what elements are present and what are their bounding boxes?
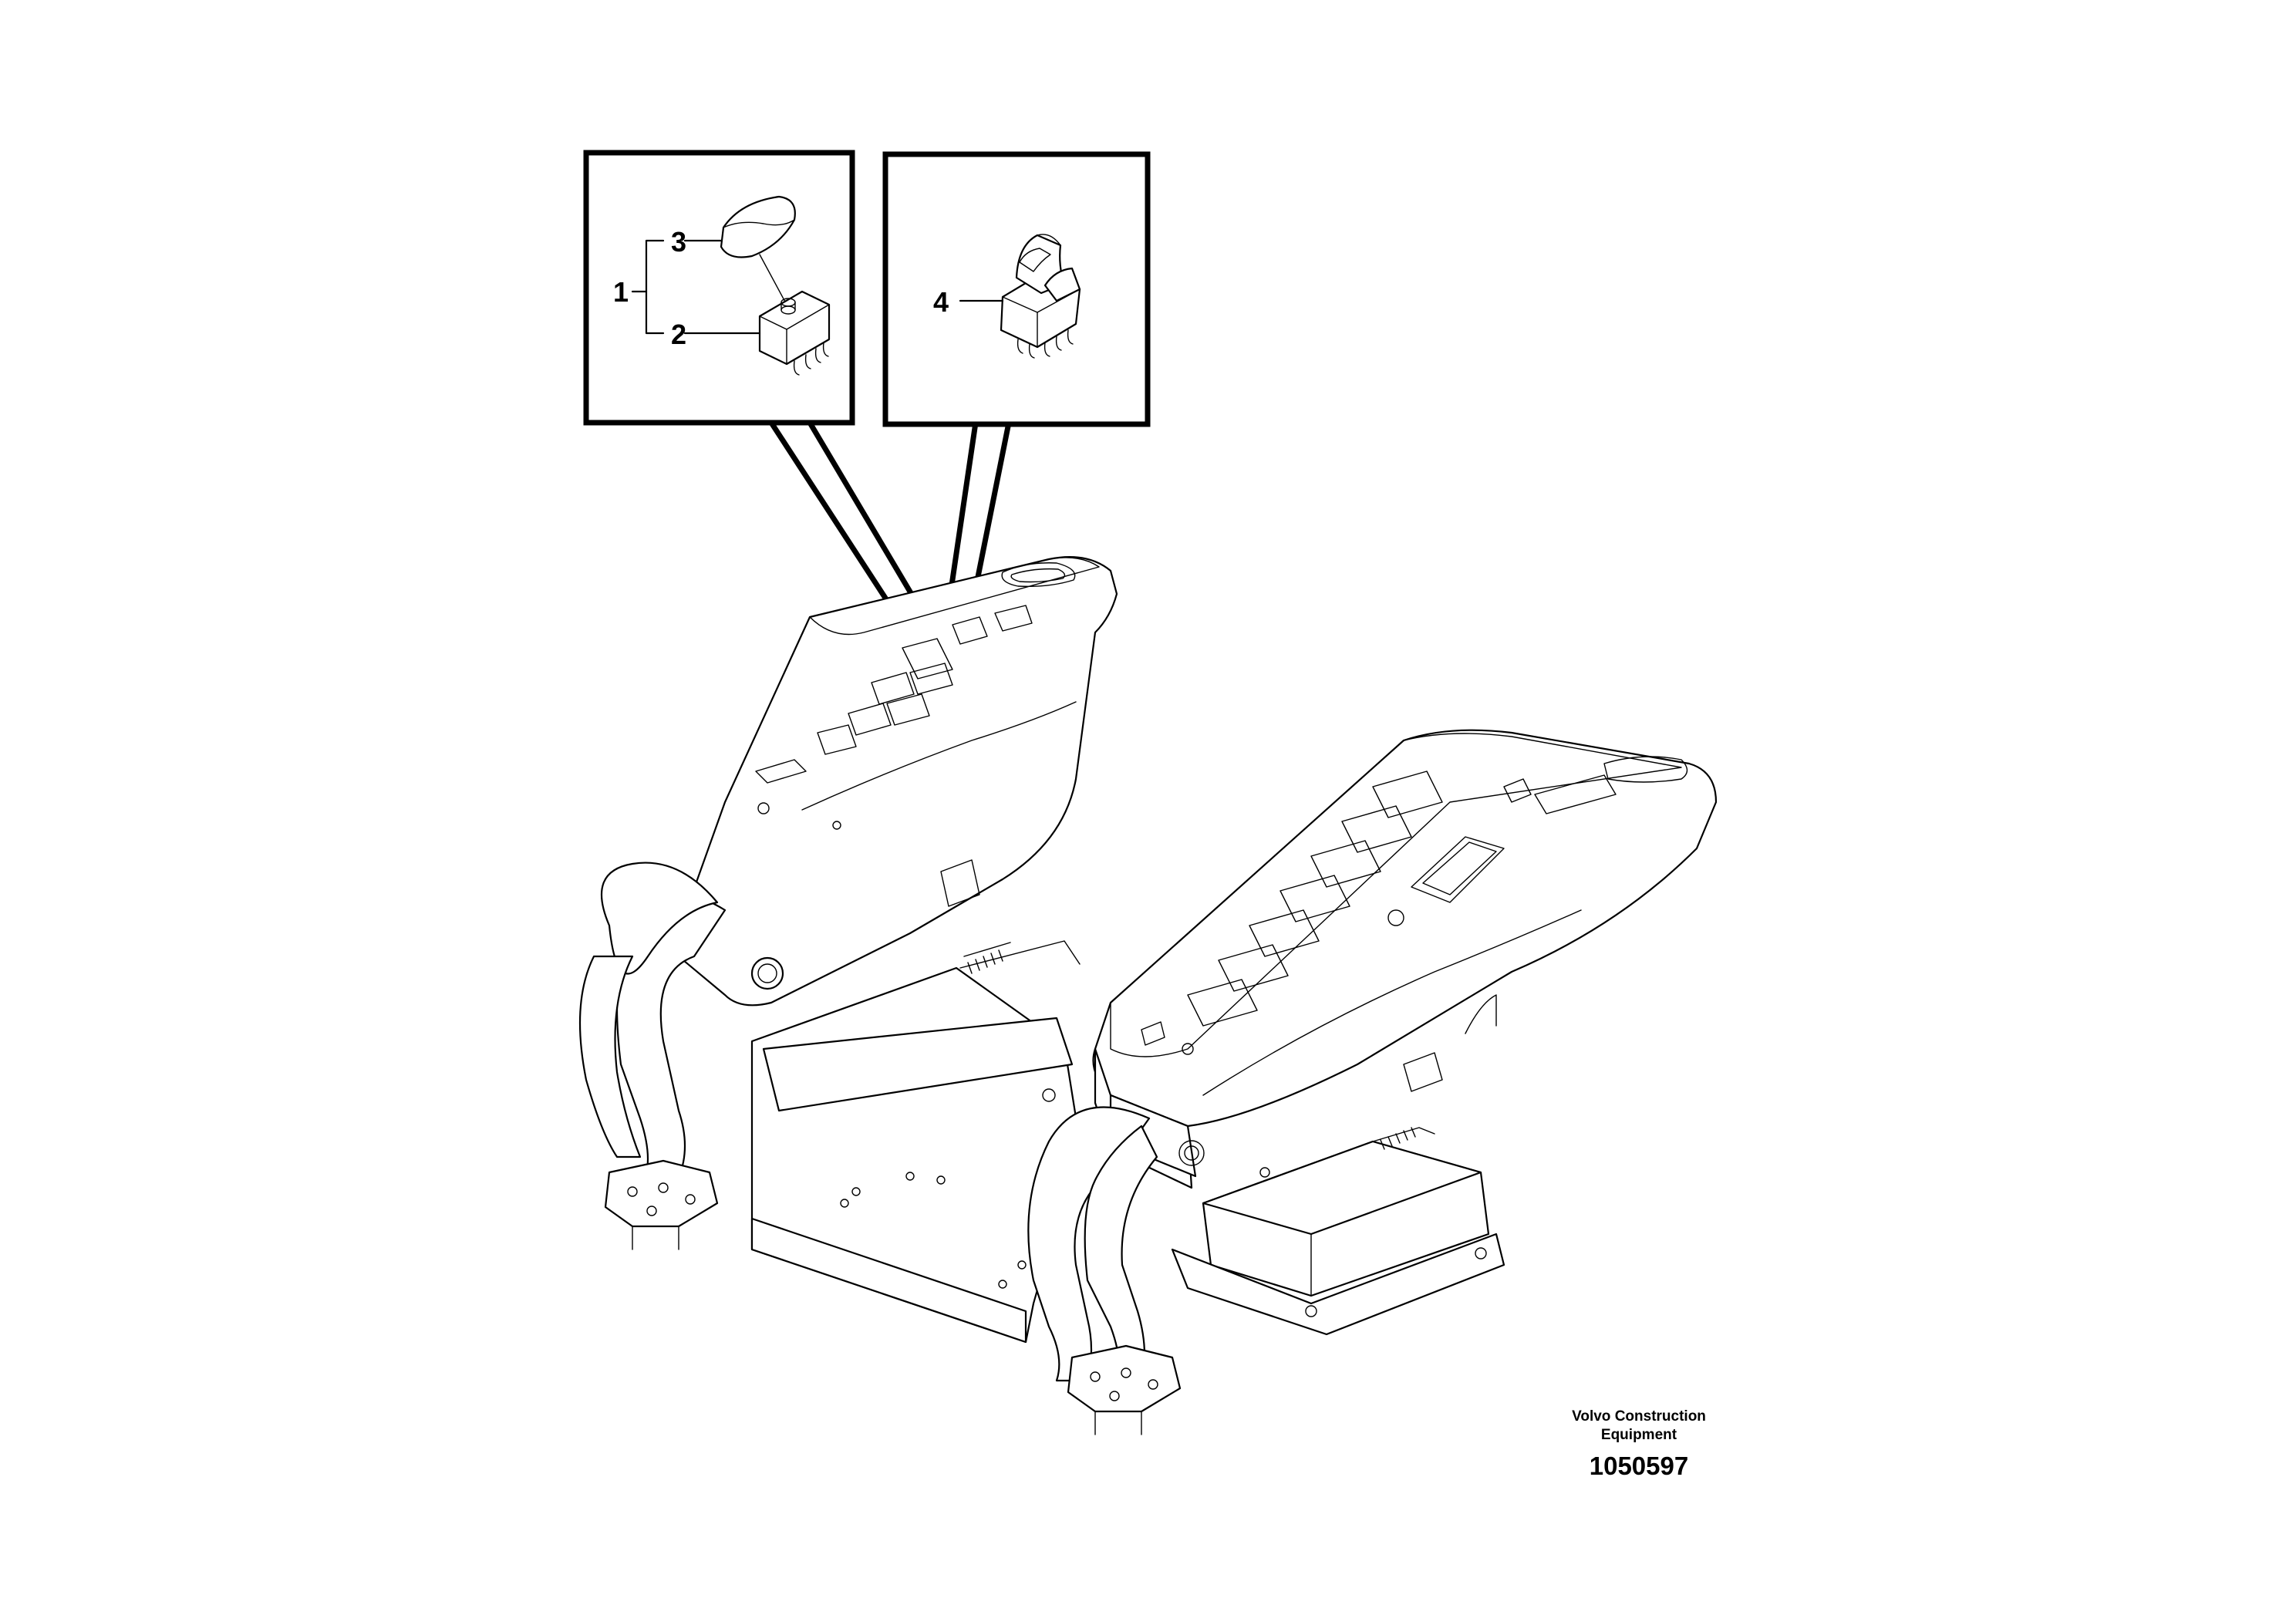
drawing-credit: Volvo Construction Equipment 1050597 (1572, 1408, 1706, 1480)
callout-4: 4 (933, 286, 949, 318)
rocker-switch-part (1000, 234, 1081, 359)
manufacturer-credit-line1: Volvo Construction (1572, 1408, 1706, 1425)
left-console-illustration (578, 556, 1118, 1250)
drawing-number: 1050597 (1590, 1452, 1688, 1480)
callout-2: 2 (671, 319, 686, 350)
floor-plate-illustration (750, 940, 1081, 1344)
right-console-illustration (1027, 729, 1718, 1435)
callout-1: 1 (613, 276, 629, 308)
manufacturer-credit-line2: Equipment (1601, 1427, 1677, 1443)
detail-box-b: 4 (882, 151, 1151, 427)
callout-3: 3 (671, 226, 686, 258)
detail-box-a: 1 3 2 (583, 150, 855, 426)
